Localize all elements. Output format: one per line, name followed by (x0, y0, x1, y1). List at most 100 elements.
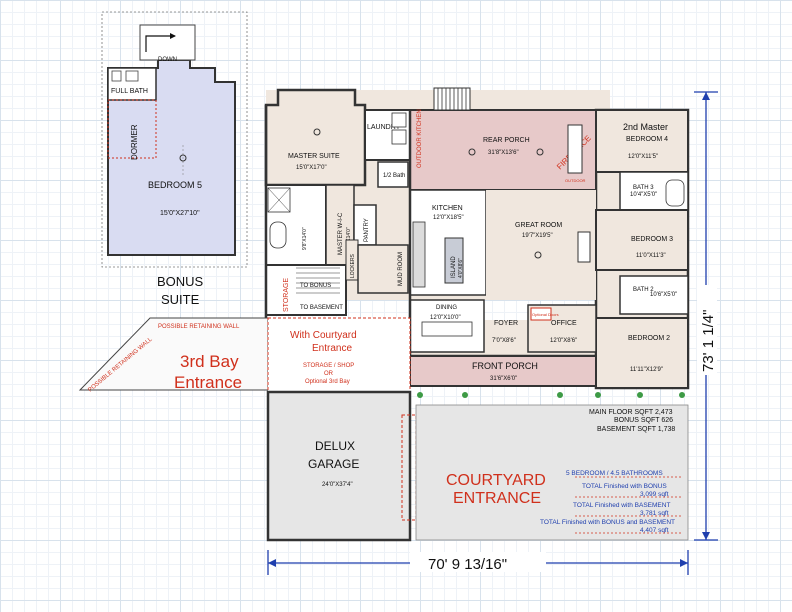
island-label: ISLAND (451, 256, 457, 278)
bedroom-5-area (107, 59, 236, 256)
bathtub-icon (269, 221, 287, 249)
master-wic-label: MASTER W-I-C (338, 212, 344, 255)
to-basement-label: TO BASEMENT (300, 305, 343, 311)
interior-fireplace-icon (577, 231, 591, 263)
total-all-value: 4,407 sqft (640, 527, 669, 534)
bed-bath-summary: 5 BEDROOM / 4.5 BATHROOMS (566, 470, 663, 477)
bedroom-4-label: BEDROOM 4 (626, 136, 668, 143)
dining-table-icon (421, 321, 473, 337)
shower-icon (267, 187, 291, 213)
bath-3-label: BATH 3 (633, 185, 654, 191)
total-bonus-label: TOTAL Finished with BONUS (582, 483, 667, 490)
total-all-label: TOTAL Finished with BONUS and BASEMENT (540, 519, 675, 526)
courtyard (415, 404, 689, 541)
ceiling-fan-icon (534, 251, 542, 259)
courtyard-line2: ENTRANCE (453, 490, 541, 507)
bedroom-3-label: BEDROOM 3 (631, 236, 673, 243)
bedroom-2 (595, 317, 689, 389)
down-label: DOWN (158, 57, 177, 63)
third-bay-line1: 3rd Bay (180, 352, 239, 371)
bedroom-2-size: 11'11"X12'9" (630, 367, 663, 373)
bath-3-size: 10'4"X5'0" (630, 192, 657, 198)
bath-2 (619, 275, 689, 315)
ceiling-fan-icon (468, 148, 476, 156)
total-bonus-value: 3,099 sqft (640, 491, 669, 498)
storage-shop-line1: STORAGE / SHOP (303, 363, 354, 369)
bath-2-label: BATH 2 (633, 287, 654, 293)
foyer-label: FOYER (494, 320, 518, 327)
mud-room (357, 244, 409, 294)
island-size: 4'0"X8'6" (458, 258, 464, 278)
sink-icon (125, 70, 139, 82)
rear-porch (409, 109, 597, 191)
courtyard-line1: COURTYARD (446, 472, 546, 489)
width-dimension: 70' 9 13/16" (267, 550, 689, 575)
front-porch (409, 355, 597, 387)
bonus-suite: DOWN FULL BATH DORMER BEDROOM 5 15'0"X27… (101, 11, 248, 307)
office-label: OFFICE (551, 320, 577, 327)
master-bath-size: 9'8"X14'0" (302, 227, 308, 250)
courtyard-entrance-line2: Entrance (312, 343, 352, 354)
kitchen-counter (412, 221, 426, 288)
dryer-icon (391, 129, 407, 145)
courtyard-entrance-line1: With Courtyard (290, 330, 357, 341)
dormer-label: DORMER (130, 124, 139, 160)
kitchen-size: 12'0"X18'5" (433, 215, 464, 221)
storage-label: STORAGE (283, 278, 290, 312)
to-bonus-label: TO BONUS (300, 283, 331, 289)
bonus-title-line1: BONUS (157, 274, 204, 289)
total-basement-label: TOTAL Finished with BASEMENT (573, 502, 670, 509)
garage-label-line2: GARAGE (308, 457, 359, 471)
dining-label: DINING (436, 305, 457, 311)
kitchen-label: KITCHEN (432, 205, 463, 212)
washer-icon (391, 112, 407, 128)
main-floor: REAR PORCH 31'8"X13'6" FIREPLACE OUTDOOR… (264, 87, 690, 398)
bedroom-4 (595, 109, 689, 173)
width-dimension-label: 70' 9 13/16" (428, 556, 507, 573)
sqft-summary: MAIN FLOOR SQFT 2,473 BONUS SQFT 626 BAS… (540, 409, 682, 534)
outdoor-fireplace-note: OUTDOOR (565, 178, 586, 183)
laundry-label: LAUNDRY (367, 124, 401, 131)
dining-size: 12'0"X10'0" (430, 315, 461, 321)
great-room-label: GREAT ROOM (515, 222, 562, 229)
half-bath-label: 1/2 Bath (383, 173, 405, 179)
ceiling-fan-icon (536, 148, 544, 156)
master-wic-size: 8'9"X14'0" (346, 227, 352, 250)
great-room-size: 19'7"X19'5" (522, 233, 553, 239)
mud-room-label: MUD ROOM (398, 252, 404, 286)
office-size: 12'0"X8'6" (550, 338, 577, 344)
storage-shop-line2: OR (324, 371, 334, 377)
stair-arrow (145, 35, 175, 52)
retaining-wall-label: POSSIBLE RETAINING WALL (158, 324, 240, 330)
storage-shop-line3: Optional 3rd Bay (305, 379, 350, 385)
bedroom-3 (595, 209, 689, 271)
garage-size: 24'0"X37'4" (322, 482, 353, 488)
optional-doors-label: Optional Doors (532, 312, 559, 317)
basement-sqft: BASEMENT SQFT 1,738 (597, 426, 675, 433)
front-porch-size: 31'6"X6'0" (490, 376, 517, 382)
total-basement-value: 3,781 sqft (640, 510, 669, 517)
master-suite-size: 15'0"X17'0" (296, 165, 327, 171)
bedroom-2-label: BEDROOM 2 (628, 335, 670, 342)
kitchen-island (444, 237, 464, 284)
fireplace-icon (567, 124, 583, 174)
garage (266, 390, 412, 542)
toilet-icon (111, 70, 122, 82)
ceiling-fan-icon (313, 128, 321, 136)
depth-dimension-label: 73' 1 1/4" (700, 310, 717, 372)
garage-area: POSSIBLE RETAINING WALL POSSIBLE RETAINI… (78, 317, 689, 542)
master-suite-label: MASTER SUITE (288, 153, 340, 160)
main-floor-sqft: MAIN FLOOR SQFT 2,473 (589, 409, 673, 416)
full-bath-label: FULL BATH (111, 88, 148, 95)
rear-porch-size: 31'8"X13'6" (488, 150, 519, 156)
foyer-size: 7'0"X8'6" (492, 338, 516, 344)
ceiling-fan-icon (179, 154, 187, 162)
bedroom-3-size: 11'0"X11'3" (636, 253, 666, 259)
garage-label-line1: DELUX (315, 439, 355, 453)
third-bay-line2: Entrance (174, 373, 242, 392)
bedroom-4-size: 12'0"X11'5" (628, 154, 658, 160)
bonus-title-line2: SUITE (161, 292, 200, 307)
lockers-label: LOCKERS (350, 253, 356, 278)
